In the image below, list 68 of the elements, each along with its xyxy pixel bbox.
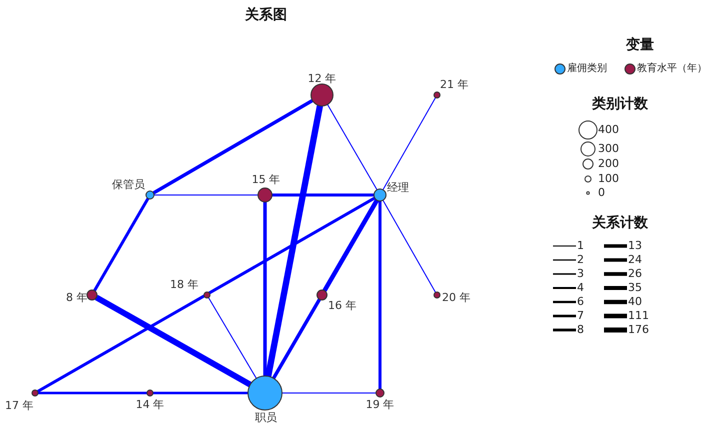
node-circle — [434, 92, 440, 98]
relation-line — [36, 196, 376, 393]
legend-label: 6 — [577, 295, 584, 308]
chart-title: 关系图 — [245, 6, 287, 24]
node-circle — [376, 388, 384, 398]
relation-line — [94, 294, 252, 388]
legend-label: 176 — [628, 323, 649, 336]
legend-heading: 关系计数 — [592, 214, 648, 232]
legend-label: 7 — [577, 309, 584, 322]
legend-label: 400 — [598, 123, 619, 136]
node-circle — [374, 188, 386, 202]
legend-label: 26 — [628, 267, 642, 280]
node-label: 18 年 — [170, 278, 198, 291]
legend-label: 100 — [598, 172, 619, 185]
node-label: 12 年 — [308, 72, 336, 85]
legend-heading: 类别计数 — [592, 95, 648, 113]
node-label: 19 年 — [366, 398, 394, 411]
legend-label: 40 — [628, 295, 642, 308]
legend-label: 教育水平（年） — [637, 62, 707, 75]
node-circle — [204, 292, 210, 298]
node-circle — [316, 290, 328, 300]
legend-label: 8 — [577, 323, 584, 336]
node-circle — [434, 292, 440, 298]
node-circle — [258, 188, 272, 202]
node-label: 14 年 — [136, 398, 164, 411]
relation-line — [38, 392, 248, 394]
relation-line — [263, 202, 267, 376]
legend-label: 3 — [577, 267, 584, 280]
relation-line — [272, 194, 374, 196]
legend-label: 4 — [577, 281, 584, 294]
legend-label: 24 — [628, 253, 642, 266]
node-label: 20 年 — [442, 291, 470, 304]
legend-label: 2 — [577, 253, 584, 266]
node-label: 经理 — [387, 181, 409, 194]
relation-line — [382, 200, 436, 293]
node-label: 保管员 — [112, 178, 145, 191]
legend-label: 1 — [577, 239, 584, 252]
legend-label: 雇佣类别 — [567, 62, 607, 75]
node-circle — [86, 290, 98, 300]
legend-label: 200 — [598, 157, 619, 170]
relation-line — [322, 199, 379, 292]
legend-label: 13 — [628, 239, 642, 252]
node-circle — [146, 190, 154, 200]
node-label: 17 年 — [5, 399, 34, 412]
legend-heading: 变量 — [626, 36, 654, 54]
relation-line — [272, 298, 321, 380]
relation-line — [208, 297, 257, 379]
relation-line — [378, 201, 382, 389]
relation-line — [282, 392, 376, 394]
relation-line — [265, 105, 324, 377]
node-circle — [310, 84, 334, 106]
legend-label: 35 — [628, 281, 642, 294]
node-label: 15 年 — [252, 173, 280, 186]
relation-line — [93, 198, 150, 292]
legend-label: 300 — [598, 142, 619, 155]
node-circle — [32, 390, 38, 396]
relation-line — [152, 99, 314, 194]
node-label: 16 年 — [328, 299, 356, 312]
node-label: 21 年 — [440, 78, 468, 91]
relation-line — [327, 104, 378, 190]
node-label: 8 年 — [66, 291, 88, 304]
node-circle — [146, 390, 154, 396]
relation-line — [382, 97, 436, 190]
node-circle — [248, 376, 282, 410]
node-label: 职员 — [255, 411, 277, 424]
legend-label: 0 — [598, 186, 605, 199]
legend-label: 111 — [628, 309, 649, 322]
relation-line — [154, 194, 258, 196]
